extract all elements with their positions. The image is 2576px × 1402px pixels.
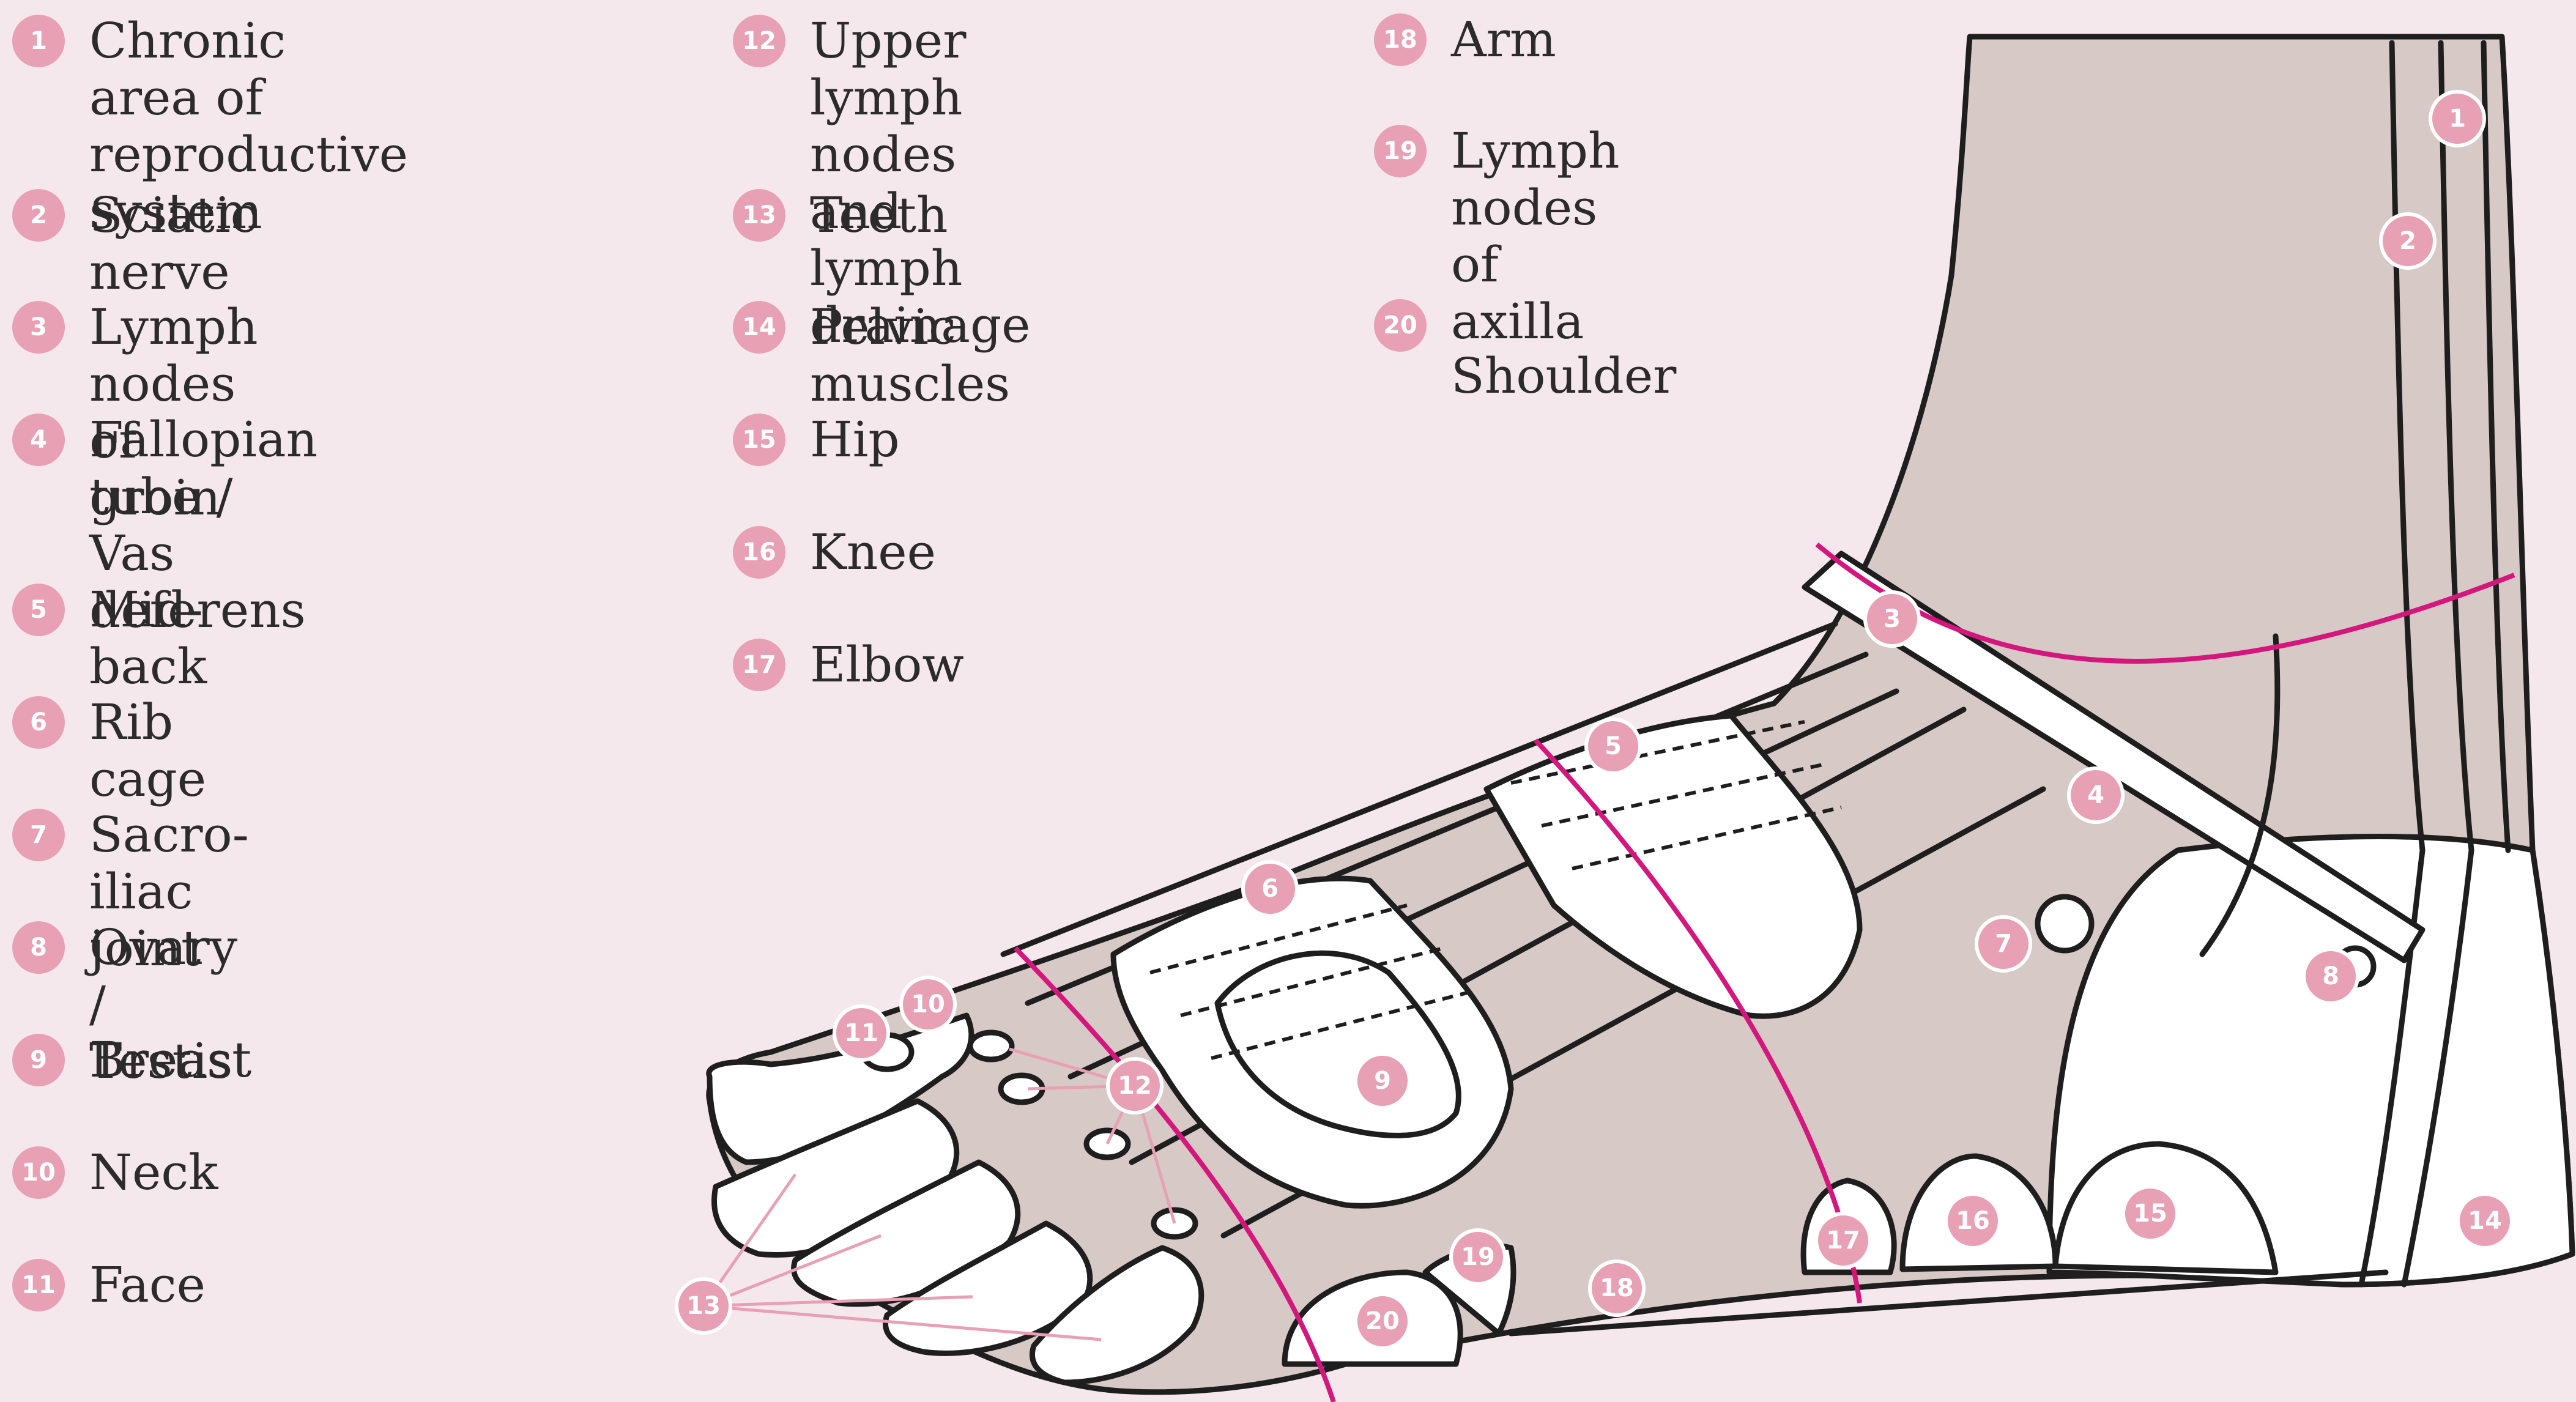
- svg-text:15: 15: [2133, 1200, 2167, 1228]
- marker-9: 9: [1356, 1054, 1409, 1108]
- marker-4: 4: [2069, 768, 2123, 822]
- marker-8: 8: [2304, 949, 2358, 1003]
- svg-text:4: 4: [2087, 781, 2104, 809]
- marker-20: 20: [1356, 1294, 1409, 1348]
- marker-1: 1: [2430, 92, 2484, 146]
- svg-text:13: 13: [686, 1292, 721, 1320]
- marker-12: 12: [1108, 1059, 1162, 1113]
- svg-text:12: 12: [1118, 1072, 1152, 1100]
- marker-15: 15: [2123, 1187, 2177, 1241]
- marker-13: 13: [677, 1279, 730, 1333]
- svg-text:16: 16: [1956, 1207, 1990, 1235]
- svg-text:10: 10: [911, 990, 945, 1018]
- svg-text:6: 6: [1261, 875, 1279, 903]
- marker-11: 11: [834, 1006, 888, 1060]
- svg-text:2: 2: [2399, 227, 2416, 255]
- marker-5: 5: [1586, 719, 1640, 773]
- marker-10: 10: [901, 977, 955, 1031]
- svg-text:9: 9: [1374, 1067, 1391, 1095]
- svg-text:3: 3: [1884, 605, 1901, 633]
- marker-17: 17: [1816, 1214, 1870, 1267]
- marker-16: 16: [1946, 1194, 2000, 1248]
- svg-text:11: 11: [844, 1019, 878, 1047]
- svg-text:19: 19: [1461, 1243, 1495, 1271]
- svg-text:8: 8: [2322, 962, 2339, 990]
- marker-19: 19: [1451, 1230, 1505, 1284]
- svg-text:5: 5: [1605, 732, 1622, 760]
- marker-14: 14: [2458, 1194, 2512, 1248]
- svg-text:17: 17: [1826, 1226, 1860, 1255]
- svg-text:18: 18: [1600, 1274, 1634, 1302]
- marker-3: 3: [1865, 592, 1919, 646]
- marker-2: 2: [2381, 214, 2435, 268]
- marker-7: 7: [1977, 917, 2030, 971]
- svg-text:7: 7: [1995, 930, 2012, 958]
- svg-text:14: 14: [2468, 1207, 2502, 1235]
- marker-18: 18: [1590, 1261, 1644, 1315]
- svg-text:1: 1: [2449, 105, 2466, 133]
- marker-6: 6: [1243, 862, 1297, 916]
- svg-text:20: 20: [1365, 1307, 1400, 1335]
